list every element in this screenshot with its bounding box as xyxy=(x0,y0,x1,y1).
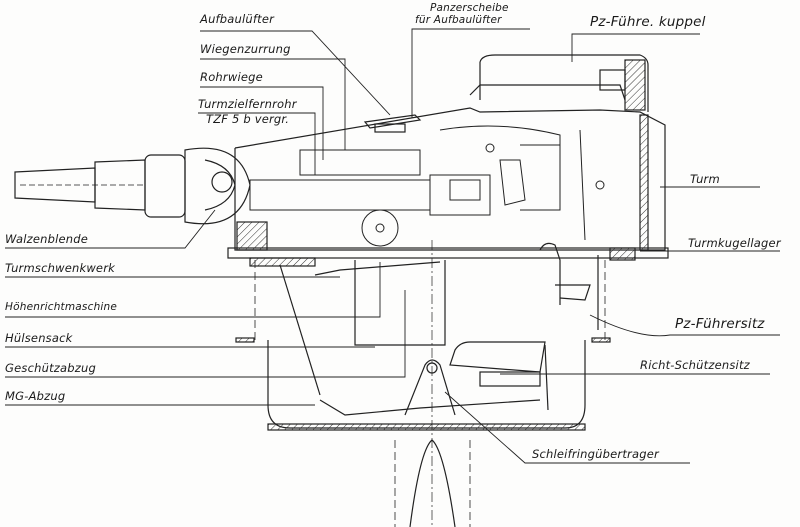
label-wiegenzurrung: Wiegenzurrung xyxy=(200,42,291,56)
label-pz-fuhrersitz: Pz-Führersitz xyxy=(675,316,765,332)
commander-seat xyxy=(539,242,599,330)
label-geschutzabzug: Geschützabzug xyxy=(5,361,96,375)
label-turmschwenkwerk: Turmschwenkwerk xyxy=(5,261,115,275)
label-hulsensack: Hülsensack xyxy=(5,331,73,345)
mantlet xyxy=(144,147,251,225)
slip-ring-post xyxy=(394,240,471,527)
label-panzerscheibe-line1: Panzerscheibe xyxy=(430,2,509,14)
ventilator xyxy=(363,114,422,133)
label-aufbaulufter: Aufbaulüfter xyxy=(200,12,275,26)
turret-shell xyxy=(234,107,666,251)
label-walzenblende: Walzenblende xyxy=(5,232,89,246)
label-panzerscheibe-line2: für Aufbaulüfter xyxy=(415,14,502,26)
gunner-seat xyxy=(449,341,549,411)
leader-lines xyxy=(5,28,780,464)
label-turmzielfernrohr-line2: TZF 5 b vergr. xyxy=(206,112,290,126)
gun-barrel xyxy=(14,159,146,211)
label-turmkugellager: Turmkugellager xyxy=(688,236,781,250)
commander-cupola xyxy=(469,54,649,112)
label-kuppel: Pz-Führe. kuppel xyxy=(590,14,706,30)
label-richt-schutzensitz: Richt-Schützensitz xyxy=(640,358,750,372)
label-hohenrichtmaschine: Höhenrichtmaschine xyxy=(5,301,118,313)
label-mg-abzug: MG-Abzug xyxy=(5,389,66,403)
label-schleifringubertrager: Schleifringübertrager xyxy=(532,447,659,461)
gun-breech xyxy=(249,125,605,247)
label-rohrwiege: Rohrwiege xyxy=(200,70,263,84)
turret-ring xyxy=(227,247,669,267)
label-turm: Turm xyxy=(690,172,720,186)
label-turmzielfernrohr-line1: Turmzielfernrohr xyxy=(198,97,297,111)
turret-basket xyxy=(235,260,611,431)
